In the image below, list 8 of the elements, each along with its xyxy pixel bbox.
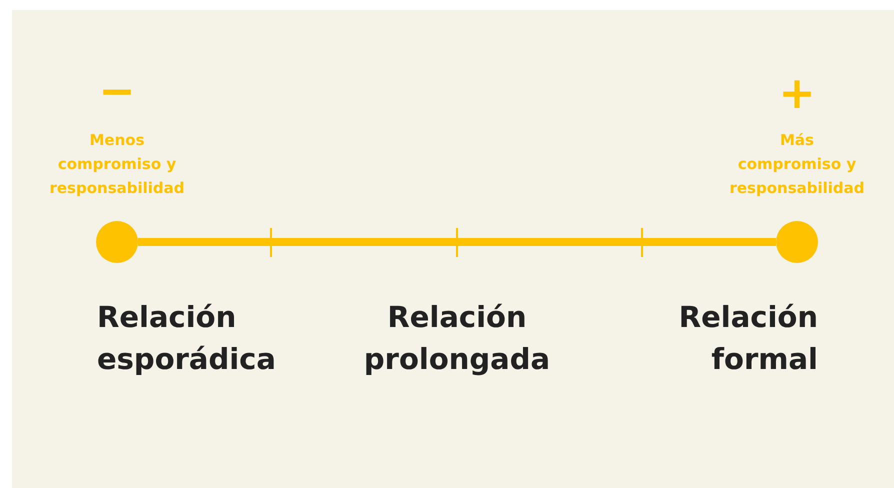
scale-line (138, 238, 776, 246)
scale-end-label: Más compromiso y responsabilidad (728, 130, 866, 199)
plus-sign: + (778, 72, 816, 116)
category-label: Relación formal (678, 299, 818, 378)
minus-sign: − (98, 70, 136, 114)
category-label: Relación esporádica (97, 299, 277, 378)
category-label: Relación prolongada (362, 299, 552, 378)
scale-end-label: Menos compromiso y responsabilidad (48, 130, 186, 199)
